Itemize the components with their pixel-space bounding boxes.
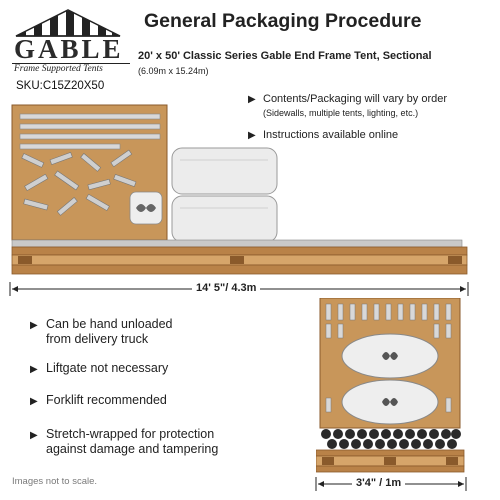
- note-contents-detail: (Sidewalls, multiple tents, lighting, et…: [263, 108, 419, 118]
- bullet-stretch-wrap: Stretch-wrapped for protection against d…: [46, 427, 219, 456]
- note-arrow-icon: ▶: [248, 94, 256, 105]
- logo-wordmark: GABLE: [14, 34, 124, 64]
- bullet-arrow-icon: ▶: [30, 430, 38, 441]
- bullet-arrow-icon: ▶: [30, 320, 38, 331]
- pallet-end-view-illustration: [316, 298, 465, 473]
- metric-size: (6.09m x 15.24m): [138, 66, 209, 76]
- bullet-forklift: Forklift recommended: [46, 393, 167, 407]
- long-pallet-illustration: [11, 104, 468, 275]
- bullet-hand-unload: Can be hand unloaded from delivery truck: [46, 317, 173, 346]
- page-subtitle: 20' x 50' Classic Series Gable End Frame…: [138, 50, 432, 62]
- bullet-arrow-icon: ▶: [30, 364, 38, 375]
- page-title: General Packaging Procedure: [144, 10, 422, 32]
- bullet-liftgate: Liftgate not necessary: [46, 361, 169, 375]
- sku-label: SKU:C15Z20X50: [16, 80, 105, 92]
- note-arrow-icon: ▶: [248, 130, 256, 141]
- note-instructions: Instructions available online: [263, 129, 399, 141]
- disclaimer: Images not to scale.: [12, 476, 98, 487]
- bullet-arrow-icon: ▶: [30, 396, 38, 407]
- logo-tagline: Frame Supported Tents: [14, 64, 103, 74]
- tent-logo-icon: [15, 9, 121, 37]
- length-dimension-label: 14' 5"/ 4.3m: [192, 282, 261, 294]
- note-contents: Contents/Packaging will vary by order: [263, 93, 448, 105]
- width-dimension-label: 3'4" / 1m: [352, 477, 406, 489]
